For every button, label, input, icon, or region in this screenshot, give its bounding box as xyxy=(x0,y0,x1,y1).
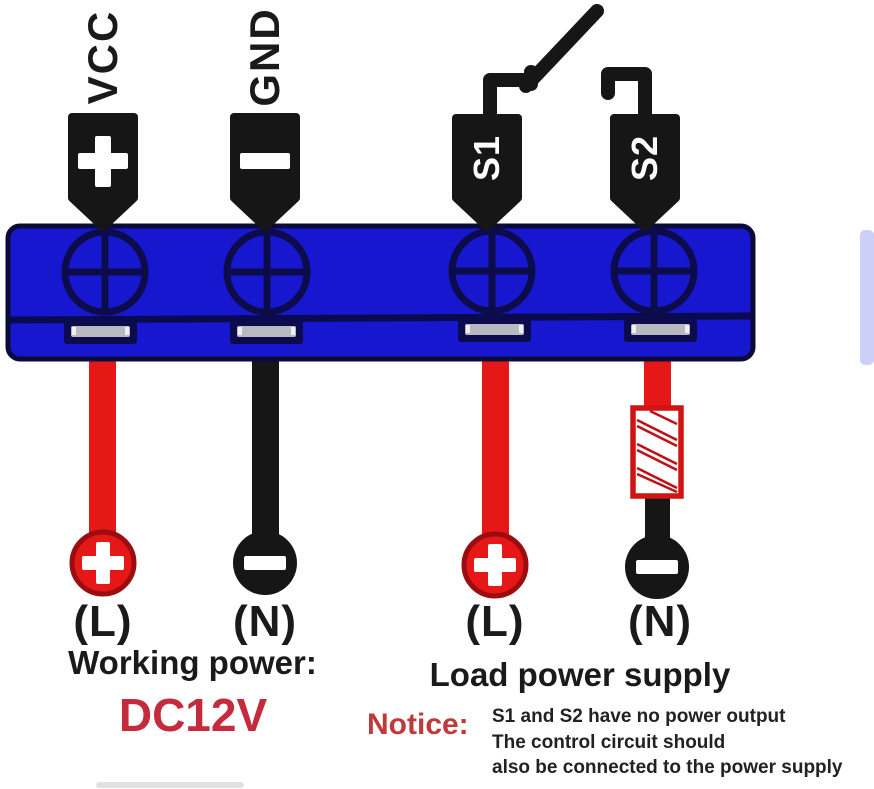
switch-lever-icon xyxy=(519,4,604,93)
vcc-pin-label: VCC xyxy=(79,9,126,105)
load-live-label: (L) xyxy=(465,597,525,646)
terminal-block xyxy=(5,223,756,362)
load-power-caption: Load power supply xyxy=(429,656,731,693)
s1-pin-label: S1 xyxy=(466,134,507,182)
working-neutral-wire xyxy=(252,338,279,542)
edge-artifact xyxy=(860,230,874,365)
gnd-pin-label: GND xyxy=(241,7,288,107)
vcc-arrow-icon xyxy=(68,113,138,231)
working-live-wire xyxy=(89,338,116,542)
screw-terminal-icon-4 xyxy=(610,227,698,315)
screw-terminal-icon-2 xyxy=(223,228,311,316)
working-live-label: (L) xyxy=(73,597,133,646)
working-power-caption: Working power: xyxy=(68,644,317,681)
notice-line-1: S1 and S2 have no power output xyxy=(492,706,786,727)
wire-slot-1 xyxy=(64,321,137,344)
fuse-icon xyxy=(630,405,684,499)
screw-terminal-icon-1 xyxy=(61,228,149,316)
s2-pin-label: S2 xyxy=(624,134,665,182)
notice-text: S1 and S2 have no power output The contr… xyxy=(492,704,843,781)
s1-arrow-icon xyxy=(452,114,522,231)
terminal-block-divider xyxy=(9,312,752,324)
s1-switch-stub xyxy=(483,73,538,129)
switch-icon xyxy=(483,4,652,129)
load-neutral-label: (N) xyxy=(627,597,693,646)
notice-line-3: also be connected to the power supply xyxy=(492,757,843,778)
minus-connector-icon-load xyxy=(625,535,689,599)
plus-icon xyxy=(78,136,128,187)
minus-icon xyxy=(240,153,290,169)
plus-connector-icon-load xyxy=(461,531,529,599)
notice-label: Notice: xyxy=(367,708,469,741)
minus-connector-icon-working xyxy=(233,531,297,595)
wire-slot-2 xyxy=(230,321,303,344)
working-neutral-label: (N) xyxy=(232,597,298,646)
minus-icon xyxy=(244,556,286,570)
working-voltage-value: DC12V xyxy=(118,689,268,741)
s2-arrow-icon xyxy=(610,114,680,231)
load-live-wire xyxy=(482,336,509,544)
minus-icon xyxy=(636,560,678,574)
plus-connector-icon-working xyxy=(69,529,137,597)
screw-terminal-icon-3 xyxy=(448,227,536,315)
wire-slot-4 xyxy=(624,319,697,342)
plus-icon xyxy=(82,542,124,584)
s2-switch-stub xyxy=(601,67,652,129)
bottom-artifact xyxy=(96,782,244,788)
plus-icon xyxy=(474,544,516,586)
notice-line-2: The control circuit should xyxy=(492,731,726,753)
wire-slot-3 xyxy=(458,319,531,342)
gnd-arrow-icon xyxy=(230,113,300,231)
